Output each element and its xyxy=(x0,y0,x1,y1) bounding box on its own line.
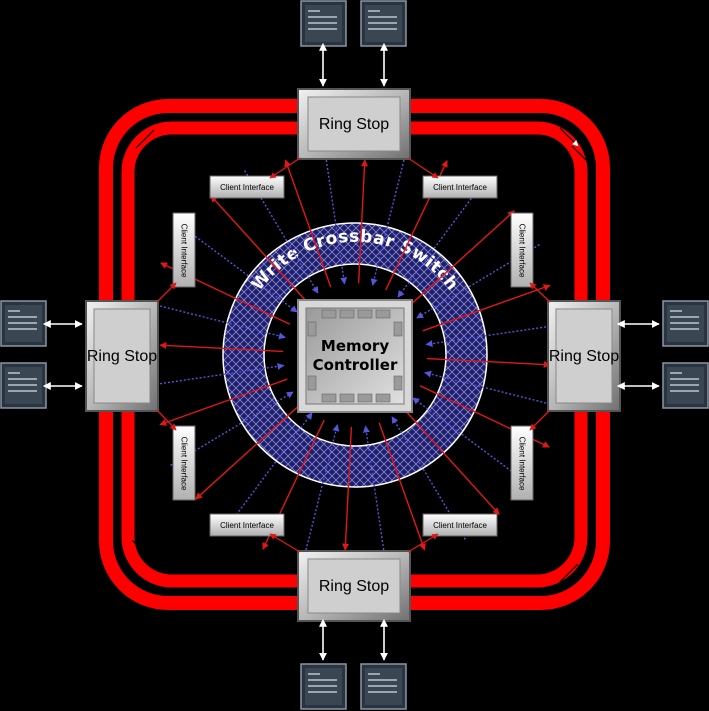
client-thumbnail xyxy=(663,301,708,346)
client-thumbnail xyxy=(1,301,46,346)
client-thumbnail xyxy=(663,363,708,408)
ring-stop-right-box xyxy=(548,301,620,411)
client-thumbnail xyxy=(361,664,406,709)
client-thumbnail xyxy=(1,363,46,408)
ring-stop-left-box xyxy=(86,301,158,411)
client-thumbnail xyxy=(301,664,346,709)
client-thumbnail xyxy=(361,1,406,46)
client-thumbnail xyxy=(301,1,346,46)
memory-controller xyxy=(298,300,412,412)
ring-stop-top-box xyxy=(298,89,410,159)
ring-stop-bottom-box xyxy=(298,551,410,621)
